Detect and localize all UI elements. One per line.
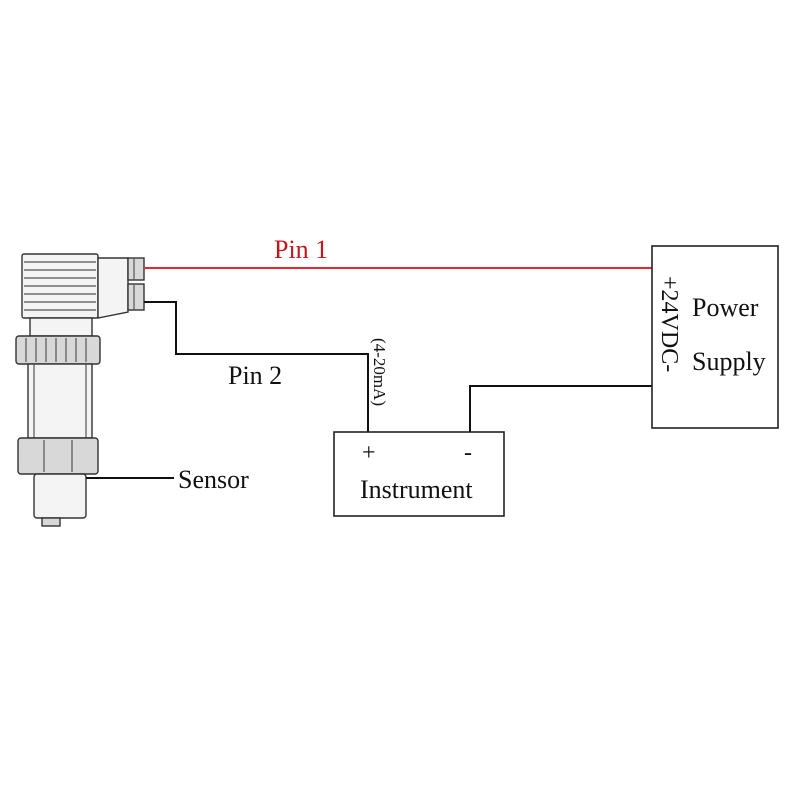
sensor-body	[27, 363, 93, 439]
instrument-to-supply-wire	[469, 385, 652, 432]
instrument-plus-terminal: +	[362, 440, 376, 466]
power-supply-title-line1: Power	[692, 293, 759, 322]
instrument-frame	[333, 431, 505, 517]
instrument-box: + - Instrument	[333, 431, 505, 517]
current-range-label: (4-20mA)	[370, 338, 389, 406]
plug-pin-top	[127, 257, 145, 281]
pin1-label: Pin 1	[274, 235, 328, 264]
power-supply-voltage: +24VDC-	[656, 276, 682, 372]
sensor-port-tip	[41, 517, 61, 527]
sensor-port	[33, 473, 87, 519]
collar-ribs	[25, 338, 87, 362]
sensor-collar	[15, 335, 101, 365]
plug-pin-bottom	[127, 283, 145, 311]
instrument-title: Instrument	[360, 475, 473, 504]
power-supply-box: +24VDC- Power Supply	[651, 245, 779, 429]
sensor-neck	[29, 317, 93, 337]
power-supply-frame	[651, 245, 779, 429]
power-supply-title-line2: Supply	[692, 347, 766, 376]
sensor-label: Sensor	[178, 465, 249, 494]
sensor-hex-nut	[17, 437, 99, 475]
sensor-device	[15, 253, 145, 527]
pin2-wire	[144, 301, 369, 432]
plug-body	[97, 257, 129, 319]
pin2-label: Pin 2	[228, 361, 282, 390]
connector-ribs	[24, 261, 96, 311]
instrument-minus-terminal: -	[464, 440, 472, 466]
